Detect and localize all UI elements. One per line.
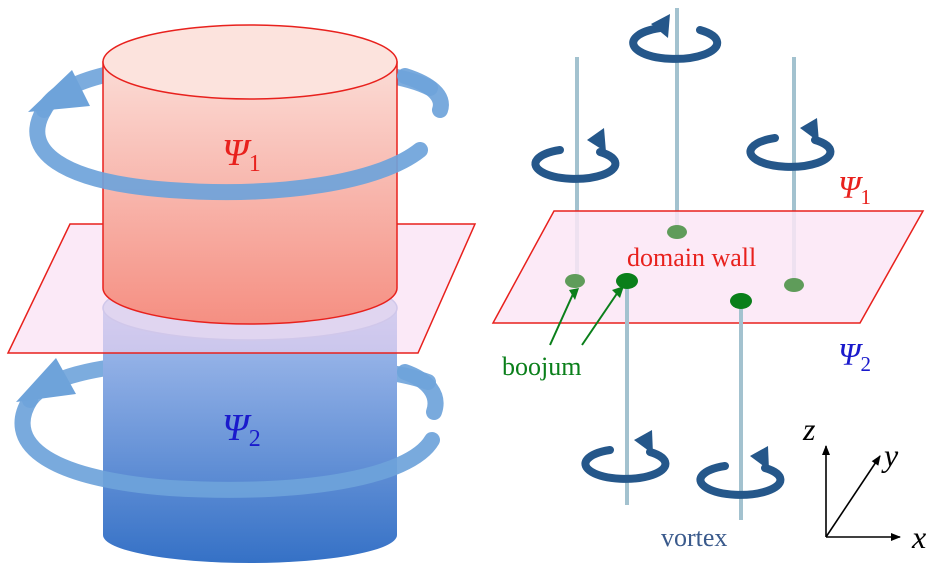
axis-x-label: x	[911, 519, 926, 555]
rotation-arrowhead-upper	[28, 70, 90, 112]
circulation-icon-upper-1	[531, 128, 620, 183]
domain-wall-plane-right	[491, 210, 925, 324]
boojum-label: boojum	[502, 352, 581, 381]
psi2-label-plane: Ψ2	[838, 336, 871, 376]
psi1-label-plane: Ψ1	[838, 169, 871, 209]
rotation-arrow-lower-front	[14, 392, 440, 498]
rotation-arrowhead-lower	[16, 358, 76, 402]
circulation-icon-lower-2	[696, 446, 785, 499]
rotation-arrow-upper-tail	[397, 68, 449, 118]
upper-cylinder-top	[102, 24, 398, 100]
boojum-dot-3	[784, 278, 804, 292]
boojum-pointer-arrows	[549, 286, 624, 346]
boojum-dot-4	[616, 273, 638, 289]
psi2-label-cylinder: Ψ2	[222, 407, 261, 452]
circulation-icon-lower-1	[581, 430, 670, 483]
circulation-icon-upper-3	[746, 118, 835, 171]
domain-wall-label: domain wall	[627, 243, 756, 272]
vortex-label: vortex	[661, 523, 727, 552]
rotation-arrow-upper-front	[29, 102, 428, 201]
psi1-label-cylinder: Ψ1	[222, 132, 261, 177]
axis-y-line	[825, 455, 881, 538]
lower-cylinder-body	[103, 308, 397, 563]
boojum-dot-5	[730, 293, 752, 309]
circulation-icon-upper-2	[629, 14, 722, 63]
boojum-dot-2	[667, 225, 687, 239]
rotation-arrow-lower-tail	[397, 364, 444, 420]
axis-y-label: y	[881, 437, 899, 473]
coordinate-axes	[822, 445, 901, 541]
axis-z-label: z	[802, 411, 816, 447]
boojum-dot-1	[565, 274, 585, 288]
